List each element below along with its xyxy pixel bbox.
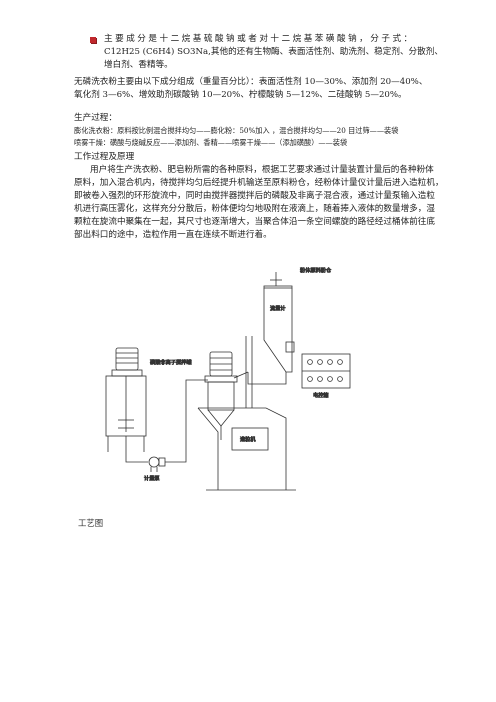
powder-bin <box>233 272 295 385</box>
principle-line-5: 颗粒在旋流中聚集在一起，其尺寸也逐渐增大，当聚合体沿一条空间螺旋的路径经过桶体前… <box>74 217 435 227</box>
bullet-icon <box>90 37 96 43</box>
principle-line-3: 即被卷入强烈的环形旋流中，同时由搅拌器搅拌后的磷酸及非离子混合液，通过计量泵输入… <box>74 191 435 201</box>
composition-line-3: 增白剂、香精等。 <box>104 60 173 70</box>
phosphate-free-line-1: 无磷洗衣粉主要由以下成分组成（重量百分比）：表面活性剂 10—30%、添加剂 2… <box>74 77 428 87</box>
principle-line-6: 部出料口的途中，造粒作用一直在连续不断进行着。 <box>74 230 272 240</box>
metering-pump <box>148 456 166 472</box>
pump-label: 计量泵 <box>144 474 160 482</box>
production-heading: 生产过程： <box>74 113 117 123</box>
outlet-label: 造粒机 <box>240 435 256 443</box>
mixing-tank <box>105 347 148 463</box>
process-step-puffed: 膨化洗衣粉：原料按比例混合搅拌均匀——膨化粉：50%加入 ，混合搅拌均匀——20… <box>74 126 399 135</box>
principle-line-4: 机进行高压雾化，这样充分分散后，粉体便均匀地吸附在液滴上，随着捧入液体的数量增多… <box>74 204 435 214</box>
control-cabinet <box>301 353 351 389</box>
principle-line-1: 用户将生产洗衣粉、肥皂粉所需的各种原料，根据工艺要求通过计量装置计量后的各种粉体 <box>90 165 434 175</box>
feeder-label: 粉体原料粉仓 <box>300 266 332 274</box>
meter-label: 流量计 <box>270 304 286 312</box>
tank-label: 磺酸非离子搅拌罐 <box>150 358 192 366</box>
composition-line-2: C12H25 (C6H4) SO3Na,其他的还有生物酶、表面活性剂、助洗剂、稳… <box>104 47 443 57</box>
outlet-base <box>197 407 296 491</box>
cabinet-label: 电控箱 <box>313 391 329 399</box>
phosphate-free-line-2: 氧化剂 3—6%、增效助剂碳酸钠 10—20%、柠檬酸钠 5—12%、二硅酸钠 … <box>74 90 407 100</box>
composition-line-1: 主要成分是十二烷基硫酸钠或者对十二烷基苯磺酸钠，分子式： <box>104 34 415 44</box>
process-step-spray: 喷雾干燥：磺酸与烧碱反应——添加剂、香精——喷雾干燥——（添加磺酸）——装袋 <box>74 138 348 147</box>
principle-heading: 工作过程及原理 <box>74 152 135 162</box>
granulator <box>204 351 238 440</box>
diagram-caption: 工艺图 <box>78 518 104 528</box>
principle-line-2: 原料，加入混合机内，待搅拌均匀后经提升机输送至原料粉仓，经粉体计量仪计量后进入造… <box>74 178 444 188</box>
